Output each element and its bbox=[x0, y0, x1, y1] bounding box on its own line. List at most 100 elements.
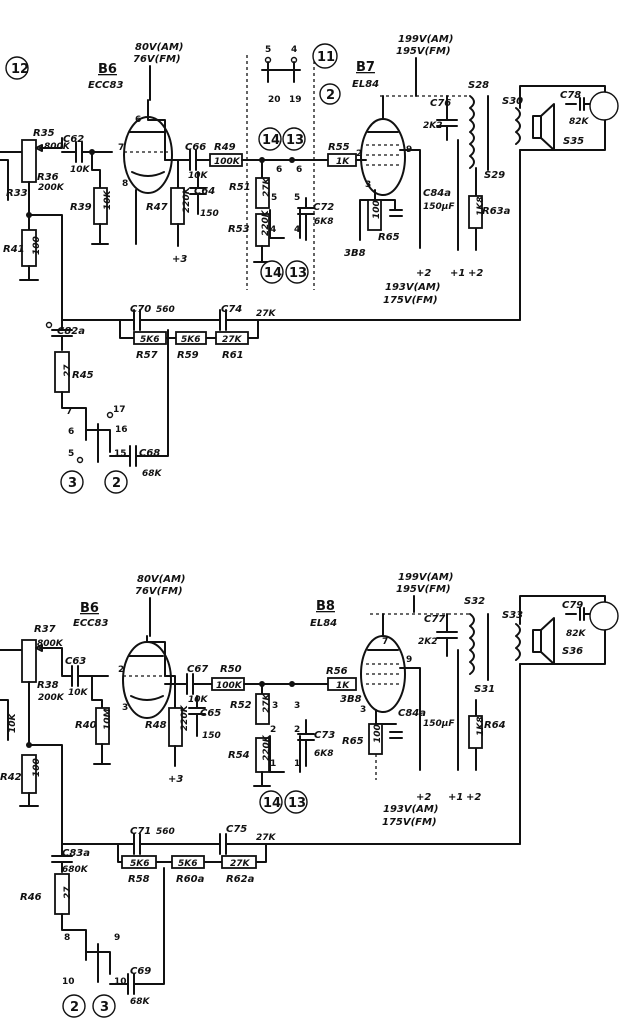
r60-resistor bbox=[171, 855, 205, 869]
c67-value: 10K bbox=[188, 695, 209, 705]
ground bbox=[19, 792, 39, 807]
supply-wires bbox=[457, 139, 477, 251]
c68-cap bbox=[129, 445, 137, 467]
r46-label: R46 bbox=[20, 892, 42, 903]
r38-down-wire bbox=[28, 681, 63, 849]
c72-value: 6K8 bbox=[314, 217, 334, 227]
r60-value: 5K6 bbox=[178, 859, 198, 869]
terminal bbox=[106, 411, 114, 419]
c76-value: 2K2 bbox=[423, 121, 443, 131]
c71-value: 560 bbox=[156, 827, 175, 837]
c62-cap bbox=[75, 141, 83, 163]
r56-label: R56 bbox=[326, 666, 348, 677]
c76-cap bbox=[436, 95, 458, 141]
r35-wiper bbox=[39, 137, 63, 149]
s28-label: S28 bbox=[468, 80, 489, 91]
c82-label: C82a bbox=[57, 326, 85, 337]
r61-value: 27K bbox=[222, 335, 243, 345]
switch-links bbox=[269, 735, 301, 773]
r33-wire bbox=[0, 159, 9, 201]
sw-pin-3b: 3 bbox=[294, 701, 300, 711]
sw-pin-20: 20 bbox=[268, 95, 281, 105]
bottom-circuit: R37 800K R38 200K 10K R42 100 C63 10K R4… bbox=[0, 572, 619, 1018]
pin-5b: 5 bbox=[68, 449, 74, 459]
r58-label: R58 bbox=[128, 874, 150, 885]
plus1-label: +1 bbox=[450, 268, 465, 279]
c62-value: 10K bbox=[70, 165, 91, 175]
r65-value: 100 bbox=[372, 200, 382, 219]
s35-label: S35 bbox=[563, 136, 584, 147]
left-wire bbox=[0, 699, 9, 741]
c70-label: C70 bbox=[130, 304, 151, 315]
sw-pin-1b: 1 bbox=[294, 759, 300, 769]
r41-label: R41 bbox=[3, 244, 25, 255]
sw-pin-1a: 1 bbox=[270, 759, 276, 769]
r49-value: 100K bbox=[214, 157, 241, 167]
c73-value: 6K8 bbox=[314, 749, 334, 759]
plus2-label: +2 bbox=[416, 268, 431, 279]
b6-plate-wire bbox=[147, 99, 166, 141]
ref-3b8-b: 3B8 bbox=[340, 694, 362, 705]
r63-resistor bbox=[468, 195, 483, 229]
pin-8: 8 bbox=[64, 933, 70, 943]
switch-contact bbox=[261, 61, 301, 83]
terminal bbox=[45, 321, 53, 329]
top-circuit: 12 R35 800K R36 200K R33 R41 100 C62 10K… bbox=[0, 34, 619, 494]
r47-value: 220K bbox=[182, 186, 192, 213]
sw-pin-5b: 5 bbox=[294, 193, 300, 203]
c84b-value: 150µF bbox=[423, 719, 455, 729]
sw-pin-4b: 4 bbox=[294, 225, 300, 235]
plus2c-label: +2 bbox=[416, 792, 431, 803]
plus2b-label: +2 bbox=[468, 268, 483, 279]
ground bbox=[253, 245, 271, 263]
c66-label: C66 bbox=[185, 142, 206, 153]
b6-cathode bbox=[131, 171, 165, 177]
r64-label: R64 bbox=[484, 720, 506, 731]
circle-11-label: 11 bbox=[317, 50, 335, 65]
circle-14-label: 14 bbox=[263, 796, 281, 811]
c62-label: C62 bbox=[63, 134, 84, 145]
c73-label: C73 bbox=[314, 730, 335, 741]
c84-label: C84a bbox=[423, 188, 451, 199]
r56-resistor bbox=[327, 677, 357, 691]
r65-resistor bbox=[367, 199, 382, 231]
c64-value: 150 bbox=[200, 209, 219, 219]
r45-value: 27 bbox=[63, 364, 73, 377]
pin-10: 10 bbox=[62, 977, 75, 987]
r56-value: 1K bbox=[336, 681, 350, 691]
pin-6b: 6 bbox=[68, 427, 74, 437]
circle-14a-label: 14 bbox=[262, 133, 280, 148]
r37-resistor bbox=[21, 639, 37, 683]
b6-label: B6 bbox=[98, 62, 117, 77]
pin-17: 17 bbox=[113, 405, 126, 415]
r65b-value: 100 bbox=[373, 724, 383, 743]
circle-13-ring bbox=[284, 790, 308, 814]
r54-value: 220K bbox=[262, 734, 272, 761]
c68-wire bbox=[109, 329, 169, 457]
c78-value: 82K bbox=[569, 117, 590, 127]
r50-label: R50 bbox=[220, 664, 242, 675]
c69-label: C69 bbox=[130, 966, 151, 977]
c79-label: C79 bbox=[562, 600, 583, 611]
b8-pin9-wire bbox=[399, 667, 421, 771]
r52-label: R52 bbox=[230, 700, 252, 711]
r59-value: 5K6 bbox=[181, 335, 201, 345]
b7-label: B7 bbox=[356, 60, 375, 75]
c84-value: 150µF bbox=[423, 202, 455, 212]
c79-value: 82K bbox=[566, 629, 587, 639]
r46-out bbox=[61, 913, 87, 961]
circle-3-label: 3 bbox=[68, 476, 77, 491]
speaker-cone bbox=[540, 103, 555, 151]
s30-label: S30 bbox=[502, 96, 523, 107]
c69-wire bbox=[109, 867, 165, 985]
b6b-tube-envelope bbox=[122, 641, 172, 719]
r51-value: 27K bbox=[262, 176, 272, 197]
speaker-cone-b bbox=[540, 617, 555, 665]
sw-pin-19: 19 bbox=[289, 95, 302, 105]
r51-label: R51 bbox=[229, 182, 251, 193]
c69-cap bbox=[127, 973, 135, 995]
terminal bbox=[76, 456, 84, 464]
node bbox=[289, 681, 295, 687]
b6b-type: ECC83 bbox=[73, 618, 108, 629]
r57-resistor bbox=[133, 331, 167, 345]
